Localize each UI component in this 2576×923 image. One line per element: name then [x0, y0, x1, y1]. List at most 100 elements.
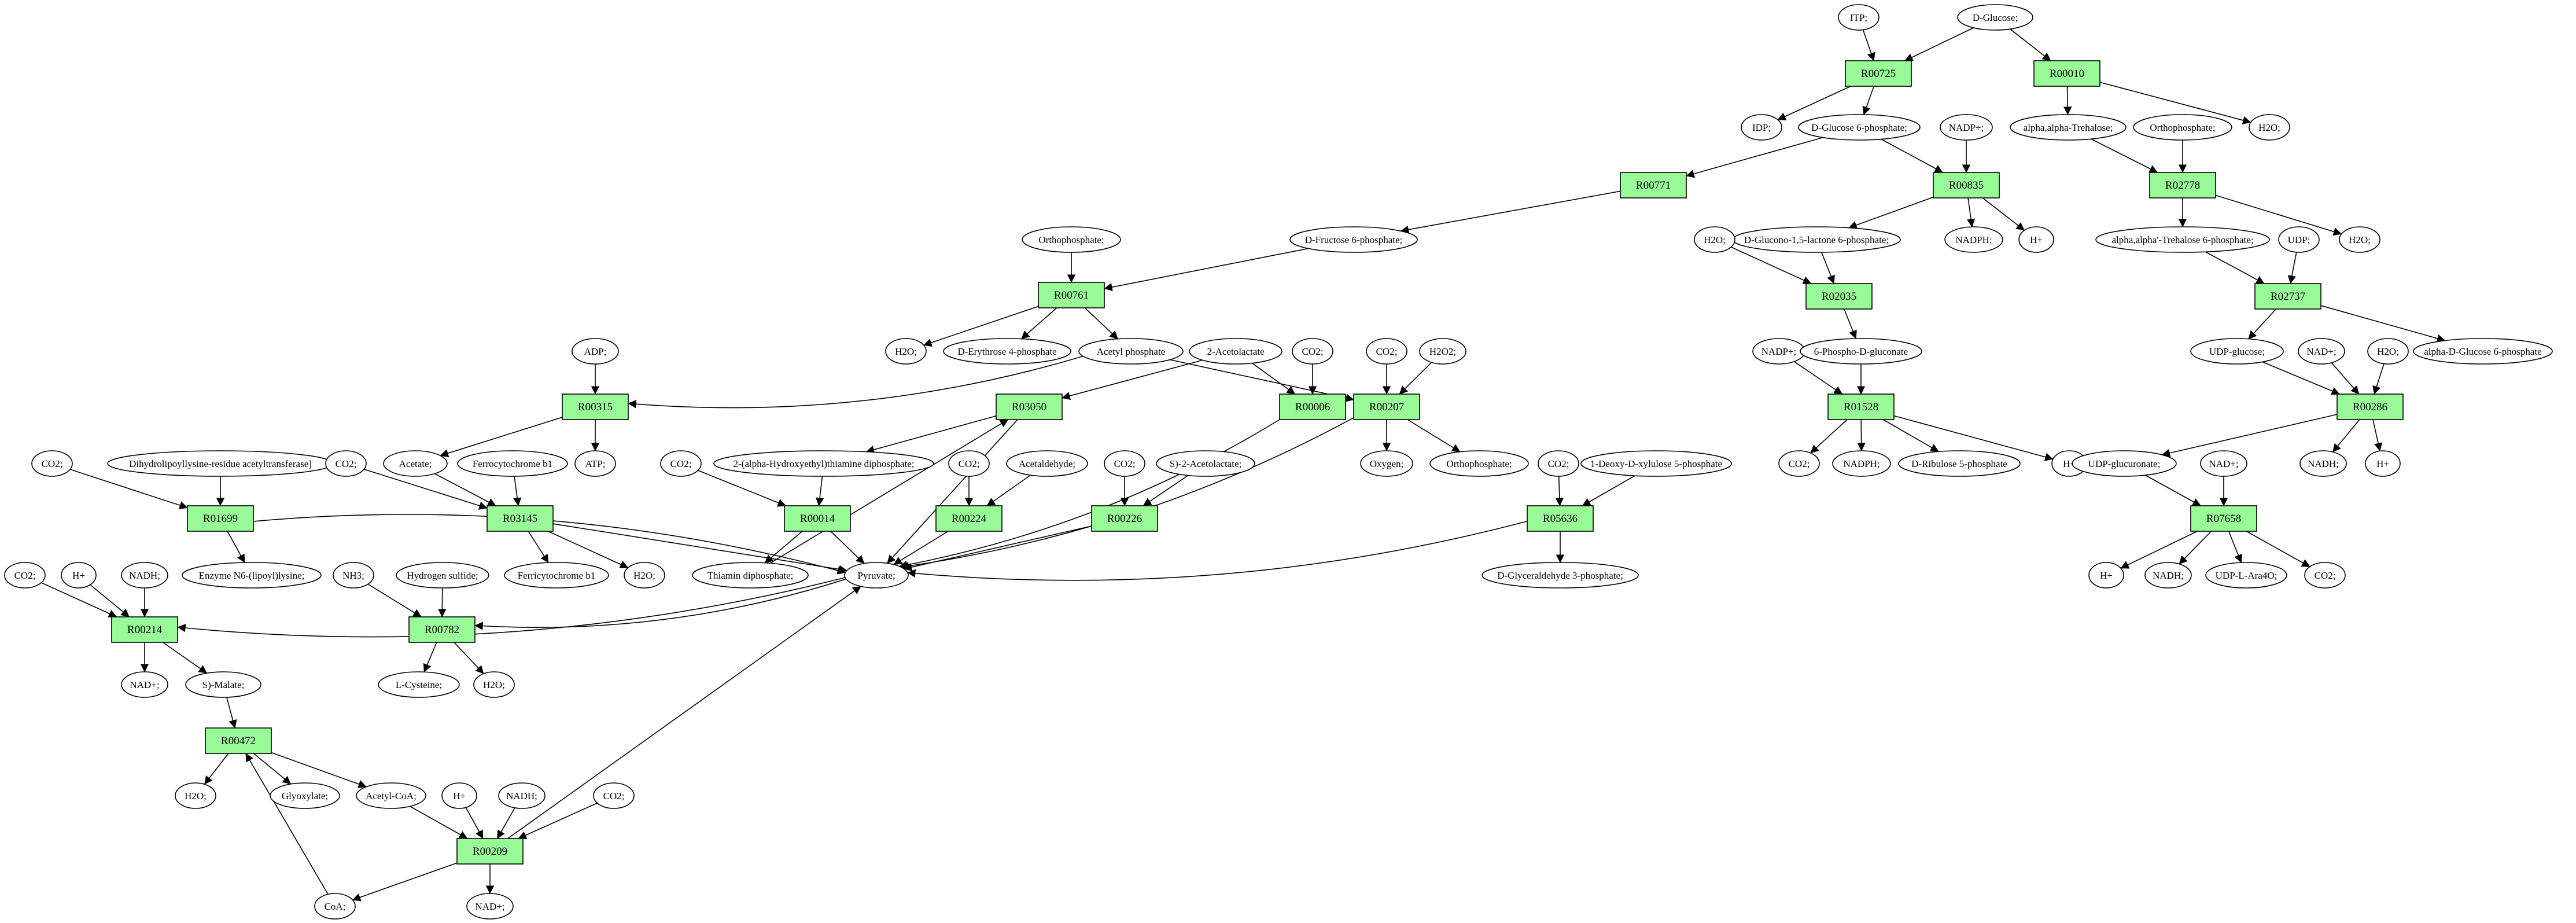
compound-node-c_s2acetolactate[interactable]: S)-2-Acetolactate; — [1156, 450, 1255, 477]
compound-node-c_glucono[interactable]: D-Glucono-1,5-lactone 6-phosphate; — [1732, 226, 1901, 253]
compound-node-c_h2o_8[interactable]: H2O; — [175, 782, 216, 809]
compound-node-c_g6p[interactable]: D-Glucose 6-phosphate; — [1798, 114, 1921, 141]
compound-node-c_udpglc[interactable]: UDP-glucose; — [2190, 338, 2284, 365]
compound-node-c_cysteine[interactable]: L-Cysteine; — [378, 671, 460, 698]
compound-node-c_nadp_2[interactable]: NADP+; — [1752, 338, 1805, 365]
reaction-node-R00214[interactable]: R00214 — [111, 616, 178, 643]
compound-node-c_nadh_3[interactable]: NADH; — [121, 562, 168, 589]
reaction-node-R02035[interactable]: R02035 — [1805, 283, 1873, 310]
reaction-node-R00006[interactable]: R00006 — [1279, 394, 1346, 420]
compound-node-c_h2o_4[interactable]: H2O; — [885, 338, 927, 365]
compound-node-c_glucose[interactable]: D-Glucose; — [1957, 4, 2033, 31]
compound-node-c_co2_9[interactable]: CO2; — [1104, 450, 1145, 477]
compound-node-c_h2s[interactable]: Hydrogen sulfide; — [396, 562, 489, 589]
reaction-node-R00014[interactable]: R00014 — [784, 505, 851, 532]
compound-node-c_h2o_6[interactable]: H2O; — [624, 562, 665, 589]
compound-node-c_nad_3[interactable]: NAD+; — [121, 671, 168, 698]
compound-node-c_h_1[interactable]: H+ — [2018, 226, 2054, 253]
compound-node-c_dhlipoyl[interactable]: Dihydrolipoyllysine-residue acetyltransf… — [107, 450, 334, 477]
compound-node-c_h_4[interactable]: H+ — [2088, 562, 2124, 589]
compound-node-c_nadp_1[interactable]: NADP+; — [1940, 114, 1993, 141]
compound-node-c_dxp[interactable]: 1-Deoxy-D-xylulose 5-phosphate — [1580, 450, 1732, 477]
compound-node-c_fdx_ox[interactable]: Ferricytochrome b1 — [504, 562, 609, 589]
reaction-node-R00761[interactable]: R00761 — [1038, 282, 1105, 308]
reaction-node-R03050[interactable]: R03050 — [996, 394, 1063, 420]
compound-node-c_h2o_7[interactable]: H2O; — [473, 671, 515, 698]
compound-node-c_acetaldehyde[interactable]: Acetaldehyde; — [1006, 450, 1088, 477]
compound-node-c_co2_5[interactable]: CO2; — [31, 450, 73, 477]
reaction-node-R00209[interactable]: R00209 — [456, 838, 524, 865]
compound-node-c_h2o_5[interactable]: H2O; — [2367, 338, 2409, 365]
compound-node-c_co2_8[interactable]: CO2; — [948, 450, 990, 477]
compound-node-c_f6p[interactable]: D-Fructose 6-phosphate; — [1289, 226, 1418, 253]
compound-node-c_udpara[interactable]: UDP-L-Ara4O; — [2205, 562, 2287, 589]
reaction-node-R07658[interactable]: R07658 — [2190, 505, 2257, 532]
compound-node-c_nadph_2[interactable]: NADPH; — [1832, 450, 1891, 477]
compound-node-c_acetolactate[interactable]: 2-Acetolactate — [1189, 338, 1283, 365]
compound-node-c_nad_2[interactable]: NAD+; — [2200, 450, 2247, 477]
compound-node-c_oxygen[interactable]: Oxygen; — [1360, 450, 1413, 477]
compound-node-c_e4p[interactable]: D-Erythrose 4-phosphate — [943, 338, 1071, 365]
compound-node-c_coa[interactable]: CoA; — [314, 893, 356, 920]
reaction-node-R00782[interactable]: R00782 — [408, 616, 476, 643]
compound-node-c_h2o_3[interactable]: H2O; — [2339, 226, 2380, 253]
compound-node-c_acetylcoa[interactable]: Acetyl-CoA; — [356, 782, 426, 809]
compound-node-c_co2_2[interactable]: CO2; — [1366, 338, 1407, 365]
compound-node-c_ortho_2[interactable]: Orthophosphate; — [1022, 226, 1121, 253]
compound-node-c_nh3[interactable]: NH3; — [333, 562, 374, 589]
compound-node-c_ribulose[interactable]: D-Ribulose 5-phosphate — [1898, 450, 2021, 477]
compound-node-c_t6p[interactable]: alpha,alpha'-Trehalose 6-phosphate; — [2095, 226, 2270, 253]
compound-node-c_co2_1[interactable]: CO2; — [1292, 338, 1333, 365]
reaction-node-R01528[interactable]: R01528 — [1827, 394, 1895, 420]
compound-node-c_nad_4[interactable]: NAD+; — [466, 893, 514, 920]
compound-node-c_h2o_2[interactable]: H2O; — [1694, 226, 1735, 253]
compound-node-c_glyoxylate[interactable]: Glyoxylate; — [270, 782, 340, 809]
compound-node-c_acetylp[interactable]: Acetyl phosphate — [1078, 338, 1184, 365]
compound-node-c_tpp[interactable]: Thiamin diphosphate; — [692, 562, 809, 589]
compound-node-c_enzyme[interactable]: Enzyme N6-(lipoyl)lysine; — [182, 562, 322, 589]
compound-node-c_co2_3[interactable]: CO2; — [1538, 450, 1579, 477]
compound-node-c_adp[interactable]: ADP; — [572, 338, 619, 365]
compound-node-c_atp[interactable]: ATP; — [574, 450, 616, 477]
compound-node-c_ga3p[interactable]: D-Glyceraldehyde 3-phosphate; — [1482, 562, 1639, 589]
compound-node-c_trehalose[interactable]: alpha,alpha-Trehalose; — [2010, 114, 2127, 141]
compound-node-c_co2_6[interactable]: CO2; — [325, 450, 367, 477]
compound-node-c_idp[interactable]: IDP; — [1741, 114, 1782, 141]
reaction-node-R00835[interactable]: R00835 — [1933, 172, 2000, 198]
compound-node-c_nad_1[interactable]: NAD+; — [2298, 338, 2345, 365]
compound-node-c_hethpp[interactable]: 2-(alpha-Hydroxyethyl)thiamine diphospha… — [713, 450, 934, 477]
compound-node-c_fdx_red[interactable]: Ferrocytochrome b1 — [457, 450, 568, 477]
compound-node-c_nadh_1[interactable]: NADH; — [2299, 450, 2347, 477]
compound-node-c_co2_10[interactable]: CO2; — [2304, 562, 2346, 589]
compound-node-c_h2o_1[interactable]: H2O; — [2249, 114, 2290, 141]
compound-node-c_ortho_1[interactable]: Orthophosphate; — [2133, 114, 2232, 141]
reaction-node-R00725[interactable]: R00725 — [1845, 60, 1912, 87]
reaction-node-R00010[interactable]: R00010 — [2033, 60, 2100, 87]
reaction-node-R00224[interactable]: R00224 — [935, 505, 1003, 532]
compound-node-c_ag6p[interactable]: alpha-D-Glucose 6-phosphate — [2413, 338, 2553, 365]
reaction-node-R00286[interactable]: R00286 — [2337, 394, 2404, 420]
reaction-node-R00472[interactable]: R00472 — [205, 727, 272, 754]
compound-node-c_udpglcur[interactable]: UDP-glucuronate; — [2072, 450, 2177, 477]
reaction-node-R00207[interactable]: R00207 — [1353, 394, 1420, 420]
reaction-node-R05636[interactable]: R05636 — [1527, 505, 1594, 532]
reaction-node-R03145[interactable]: R03145 — [487, 505, 554, 532]
compound-node-c_nadh_4[interactable]: NADH; — [498, 782, 546, 809]
compound-node-c_h2o2[interactable]: H2O2; — [1419, 338, 1466, 365]
compound-node-c_h_6[interactable]: H+ — [441, 782, 477, 809]
reaction-node-R02737[interactable]: R02737 — [2254, 283, 2321, 310]
compound-node-c_acetate[interactable]: Acetate; — [383, 450, 448, 477]
compound-node-c_h_3[interactable]: H+ — [2365, 450, 2401, 477]
compound-node-c_co2_7[interactable]: CO2; — [660, 450, 702, 477]
compound-node-c_nadph_1[interactable]: NADPH; — [1944, 226, 2003, 253]
compound-node-c_co2_4[interactable]: CO2; — [1778, 450, 1820, 477]
compound-node-c_nadh_2[interactable]: NADH; — [2144, 562, 2192, 589]
compound-node-c_co2_12[interactable]: CO2; — [593, 782, 635, 809]
reaction-node-R00315[interactable]: R00315 — [562, 394, 629, 420]
reaction-node-R00771[interactable]: R00771 — [1620, 172, 1687, 198]
compound-node-c_malate[interactable]: S)-Malate; — [185, 671, 261, 698]
compound-node-c_pyruvate[interactable]: Pyruvate; — [844, 562, 909, 589]
compound-node-c_udp[interactable]: UDP; — [2278, 226, 2320, 253]
compound-node-c_ortho_3[interactable]: Orthophosphate; — [1429, 450, 1529, 477]
compound-node-c_itp[interactable]: ITP; — [1838, 4, 1880, 31]
